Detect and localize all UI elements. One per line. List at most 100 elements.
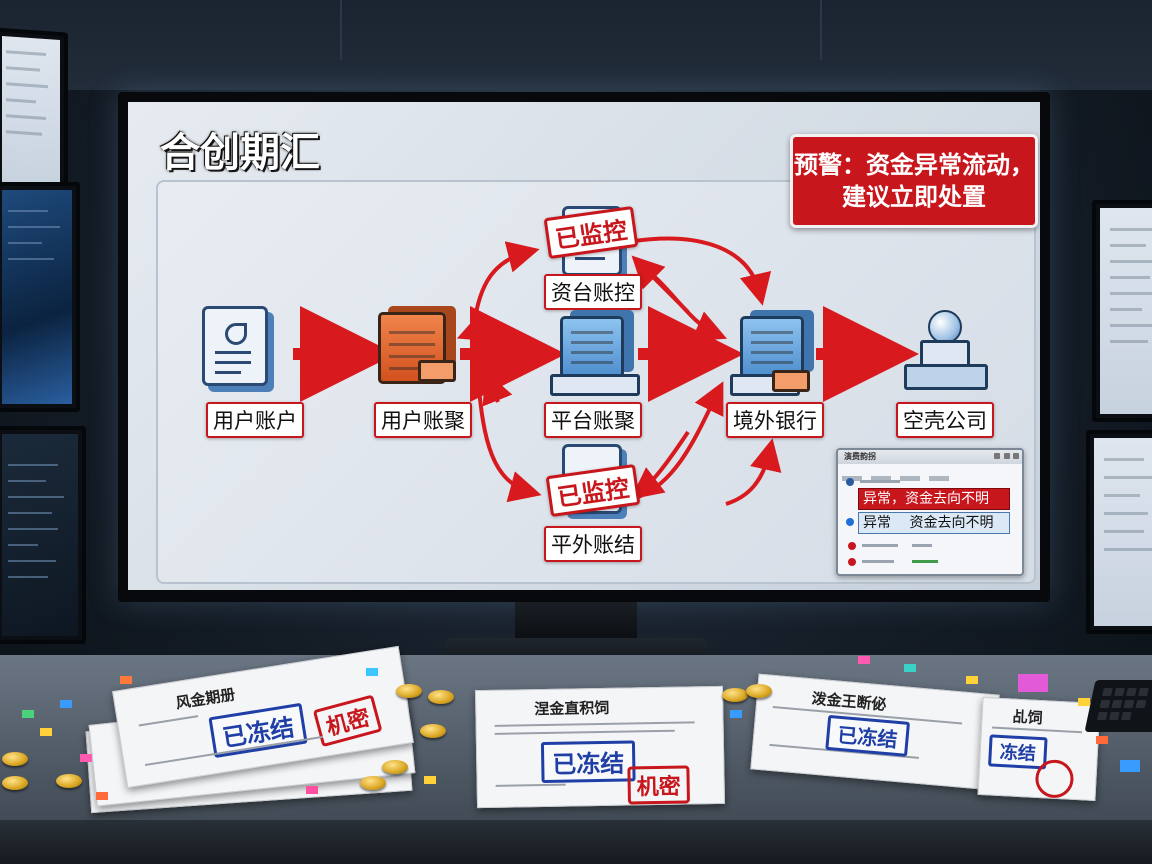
confetti: [306, 786, 318, 794]
right-monitor-top-screen: [1100, 208, 1152, 414]
warning-line-1: 预警：资金异常流动，: [794, 151, 1034, 179]
monitor-stand-neck: [515, 602, 637, 642]
stamp-frozen-far-right: 冻结: [988, 734, 1048, 770]
warning-line-2: 建议立即处置: [842, 183, 986, 211]
red-seal-icon: [1034, 758, 1075, 799]
left-monitor-middle-screen: [2, 190, 72, 404]
left-monitor-bottom: [0, 426, 86, 644]
right-monitor-bottom: [1086, 430, 1152, 634]
node-user-account: 用户账户: [190, 292, 320, 438]
warning-box: 预警：资金异常流动， 建议立即处置: [790, 134, 1038, 228]
node-fund-control: 已监控 资台账控: [528, 198, 658, 328]
server-base-plate: [550, 374, 640, 396]
node-label-user-account: 用户账户: [206, 402, 304, 438]
gold-coin: [2, 776, 28, 790]
stamp-frozen-left: 已冻结: [208, 702, 308, 759]
screen-title: 合创期汇: [160, 130, 320, 176]
confetti: [1096, 736, 1108, 744]
info-icon: [846, 478, 854, 486]
tab[interactable]: [871, 476, 892, 481]
arrow-split-down: [476, 376, 542, 503]
right-monitor-top: [1092, 200, 1152, 422]
tab[interactable]: [900, 476, 921, 481]
drawer-icon: [772, 370, 810, 392]
alert-row-abnormal-1[interactable]: 异常，资金去向不明: [858, 488, 1010, 510]
node-label-platform-aggregate: 平台账聚: [544, 402, 642, 438]
warning-dot-icon: [848, 558, 856, 566]
stamp-frozen-center: 已冻结: [540, 740, 636, 784]
sticky-note: [1120, 760, 1140, 772]
node-label-platform-external: 平外账结: [544, 526, 642, 562]
confetti: [424, 776, 436, 784]
document-icon: [202, 306, 268, 386]
desk-edge: [0, 820, 1152, 864]
gold-coin: [746, 684, 772, 698]
tab[interactable]: [929, 476, 950, 481]
left-monitor-top-screen: [2, 35, 60, 189]
keyboard[interactable]: [1084, 680, 1152, 732]
confetti: [80, 754, 92, 762]
gold-coin: [420, 724, 446, 738]
confetti: [96, 792, 108, 800]
maximize-icon[interactable]: [1004, 453, 1010, 459]
sticky-note: [1018, 674, 1048, 692]
close-icon[interactable]: [1013, 453, 1019, 459]
node-label-overseas-bank: 境外银行: [726, 402, 824, 438]
node-label-fund-control: 资台账控: [544, 274, 642, 310]
arrow-panel-to-bank: [725, 438, 782, 506]
confetti: [40, 728, 52, 736]
ceiling: [0, 0, 1152, 90]
main-monitor: 合创期汇 预警：资金异常流动， 建议立即处置: [118, 92, 1050, 690]
drawer-icon: [418, 360, 456, 382]
confetti: [730, 710, 742, 718]
confetti: [966, 676, 978, 684]
arrow-bidirectional-top-back: [631, 255, 690, 314]
node-label-user-aggregate: 用户账聚: [374, 402, 472, 438]
arrow-return-left: [456, 311, 494, 342]
blue-server-icon: [740, 316, 804, 378]
monitored-badge-top: 已监控: [543, 205, 639, 260]
alert-row-2-prefix: 异常: [863, 515, 891, 531]
gold-coin: [382, 760, 408, 774]
ceiling-seam: [820, 0, 822, 60]
main-screen: 合创期汇 预警：资金异常流动， 建议立即处置: [128, 102, 1040, 590]
confetti: [366, 668, 378, 676]
far-right-document[interactable]: 乩饲 冻结: [977, 696, 1101, 802]
left-monitor-middle: [0, 182, 80, 412]
confetti: [120, 676, 132, 684]
confetti: [858, 656, 870, 664]
node-label-shell-company: 空壳公司: [896, 402, 994, 438]
center-document[interactable]: 涅金直积饲 已冻结 机密: [474, 685, 726, 809]
gold-coin: [2, 752, 28, 766]
stamp-frozen-right: 已冻结: [825, 714, 911, 757]
ceiling-seam: [340, 0, 342, 60]
gold-coin: [722, 688, 748, 702]
arrow-top-to-bank: [627, 236, 772, 306]
stamp-secret-center: 机密: [627, 765, 691, 805]
stamp-secret-left: 机密: [312, 694, 383, 748]
node-overseas-bank: 境外银行: [710, 296, 840, 438]
left-monitor-bottom-screen: [2, 434, 78, 636]
monitored-badge-bottom: 已监控: [545, 463, 641, 518]
alert-row-2-text: 资金去向不明: [909, 515, 994, 531]
alert-row-abnormal-2[interactable]: 异常 资金去向不明: [858, 512, 1010, 534]
arrow-return-down: [482, 370, 513, 407]
gold-coin: [396, 684, 422, 698]
flow-arrows: [293, 236, 919, 506]
alert-panel-tabs: [842, 466, 1018, 481]
confetti: [22, 710, 34, 718]
confetti: [1078, 698, 1090, 706]
minimize-icon[interactable]: [994, 453, 1000, 459]
alert-panel-window: 演费韵拐 异常，资金去向不明 异常 资金去向不明: [836, 448, 1024, 576]
node-shell-company: 空壳公司: [880, 296, 1010, 438]
gold-coin: [360, 776, 386, 790]
pin-icon: [846, 518, 854, 526]
node-platform-external: 已监控 平外账结: [528, 442, 658, 572]
confetti: [60, 700, 72, 708]
node-platform-aggregate: 平台账聚: [528, 296, 658, 438]
blue-server-icon: [560, 316, 624, 378]
arrow-bank-back-bottom: [630, 430, 690, 500]
gold-coin: [428, 690, 454, 704]
left-monitor-top: [0, 27, 68, 197]
